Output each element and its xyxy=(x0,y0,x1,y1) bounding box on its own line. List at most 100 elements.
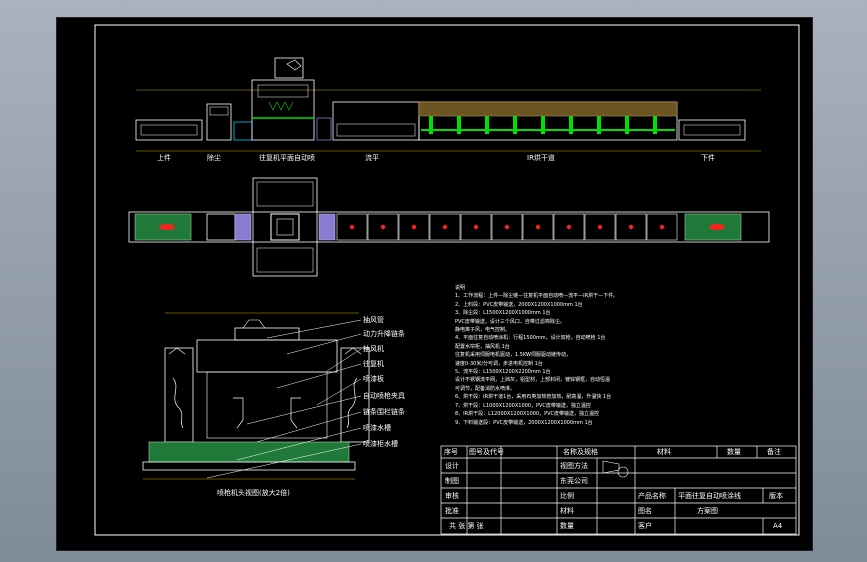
front-base xyxy=(142,461,356,471)
callout-gun-fixture: 自动喷枪夹具 xyxy=(363,392,405,400)
oven-post xyxy=(429,116,433,134)
callout-lift-chain: 动力升降链条 xyxy=(363,330,405,338)
leader-line xyxy=(206,443,362,479)
front-view-title: 喷枪机头视图(放大2倍) xyxy=(217,489,290,497)
oven-post xyxy=(625,116,629,134)
plan-cell xyxy=(398,213,430,241)
plan-cell-marker xyxy=(411,224,417,230)
title-block xyxy=(440,445,797,535)
oven-post xyxy=(653,116,657,134)
note-line: 配置水帘柜，抽风机 1台 xyxy=(455,343,510,350)
oven-post xyxy=(597,116,601,134)
callout-leaders xyxy=(206,319,362,479)
note-line: 4、平面往复自动喷涂机：行程1500mm，设计双枪，自动喷枪 1台 xyxy=(455,335,606,342)
callout-reciprocator: 往复机 xyxy=(363,360,384,368)
note-line: 8、IR烘干段：L12000X1200X1000，PVC皮带输送，独立温控 xyxy=(455,411,600,418)
tb-drawing-name-label: 图名 xyxy=(638,507,652,515)
front-hood xyxy=(196,339,338,373)
tb-drafting: 制图 xyxy=(445,477,459,485)
label-unloading: 下件 xyxy=(701,154,715,162)
tb-header-name: 名称及规格 xyxy=(563,448,598,456)
tb-header-no: 序号 xyxy=(444,448,458,456)
note-line: PVC皮带输送，设计三个风口，自带过滤棉除尘。 xyxy=(455,318,565,325)
tb-approve: 批准 xyxy=(445,507,459,515)
plan-booth xyxy=(252,177,318,277)
tb-header-material: 材料 xyxy=(657,448,671,456)
plan-cell-marker xyxy=(380,224,386,230)
layout-drawing xyxy=(94,24,800,536)
plan-cell xyxy=(646,213,678,241)
front-left-column xyxy=(164,347,194,443)
tb-customer-label: 客户 xyxy=(638,522,652,530)
plan-cell-marker xyxy=(628,224,634,230)
oven-hood xyxy=(418,101,678,117)
label-leveling: 流平 xyxy=(365,154,379,162)
tb-header-code: 图号及代号 xyxy=(469,448,504,456)
front-water-tank xyxy=(148,441,350,463)
note-line: 6、烘干段：IR烘干道1台，采用石英加热管加热，耐高温，升温快 1台 xyxy=(455,394,612,401)
leader-line xyxy=(236,427,362,461)
note-line: 设计不锈钢流平网，上挡灰，铝型材，上部封闭，镀锌钢框，自动恒温 xyxy=(455,377,611,384)
plan-cell xyxy=(615,213,647,241)
tb-material: 材料 xyxy=(560,507,574,515)
tb-drawing-name: 方案图 xyxy=(697,507,718,515)
note-line: 5、流平段：L1500X1200X2200mm 1台 xyxy=(455,369,551,376)
spray-booth xyxy=(251,79,315,141)
sheet-border xyxy=(94,24,800,536)
plan-cell xyxy=(584,213,616,241)
front-view xyxy=(142,312,370,480)
label-loading: 上件 xyxy=(157,154,171,162)
callout-spray-plate: 喷漆板 xyxy=(363,375,384,383)
leader-line xyxy=(276,363,362,389)
tb-scale: 比例 xyxy=(560,492,574,500)
projection-symbol xyxy=(602,460,629,478)
front-right-column xyxy=(340,347,370,443)
tb-company: 东莞公司 xyxy=(560,477,588,485)
note-line: 1、工作流程：上件—除尘链—往复机平面自动喷—流平—IR烘干—下件。 xyxy=(455,293,619,300)
loading-section xyxy=(135,119,203,141)
oven-post xyxy=(569,116,573,134)
plan-cell xyxy=(367,213,399,241)
leader-line xyxy=(266,319,362,339)
front-exhaust-duct xyxy=(234,327,300,341)
label-ir-oven: IR烘干道 xyxy=(527,154,555,162)
plan-cell-marker xyxy=(442,224,448,230)
tb-design: 设计 xyxy=(445,462,459,470)
note-line: 可调节，配备消防水喷淋。 xyxy=(455,385,516,392)
plan-mesh-left xyxy=(234,213,252,241)
tb-size: A4 xyxy=(773,522,783,530)
tb-quantity: 数量 xyxy=(560,522,574,530)
unloading-section xyxy=(678,119,746,141)
label-spray-booth: 往复机平面自动喷 xyxy=(259,154,315,162)
leader-line xyxy=(256,411,362,443)
leader-line xyxy=(246,395,362,425)
plan-cell-marker xyxy=(566,224,572,230)
plan-cell xyxy=(553,213,585,241)
leader-line xyxy=(326,348,362,372)
note-line: 静电离子风，电气控制。 xyxy=(455,327,511,334)
tb-view-method: 视图方法 xyxy=(560,462,588,470)
tb-sheet-info: 共 张 第 张 xyxy=(449,522,484,530)
note-line: 往复机采用伺服电机驱动，1.5KW伺服驱动链传动， xyxy=(455,352,571,359)
note-line: 速度0-30米/分可调，步进电机控制 1台 xyxy=(455,360,543,367)
oven-post xyxy=(541,116,545,134)
oven-post xyxy=(457,116,461,134)
tb-header-qty: 数量 xyxy=(727,448,741,456)
callout-water-trough: 喷漆水槽 xyxy=(363,424,391,432)
plan-view xyxy=(128,177,770,277)
note-line: 9、下料输送段：PVC皮带输送，2000X1200X1000mm 1台 xyxy=(455,419,593,426)
exhaust-duct xyxy=(274,57,304,79)
plan-cell xyxy=(522,213,554,241)
plan-cell-marker xyxy=(659,224,665,230)
plan-cell-marker xyxy=(597,224,603,230)
leveling-section xyxy=(332,101,420,141)
note-line: 7、烘干段：L1000X1200X1000，PVC皮带输送，独立温控 xyxy=(455,402,591,409)
tb-version: 版本 xyxy=(769,492,783,500)
callout-tank: 喷漆柜水槽 xyxy=(363,440,398,448)
oven-post xyxy=(513,116,517,134)
plan-cell-marker xyxy=(535,224,541,230)
note-line: 3、除尘段：L1500X1200X1000mm 1台 xyxy=(455,310,551,317)
note-line: 2、上料段：PVC皮带输送，2000X1200X1000mm 1台 xyxy=(455,301,583,308)
leader-line xyxy=(316,378,362,406)
plan-cell-marker xyxy=(504,224,510,230)
